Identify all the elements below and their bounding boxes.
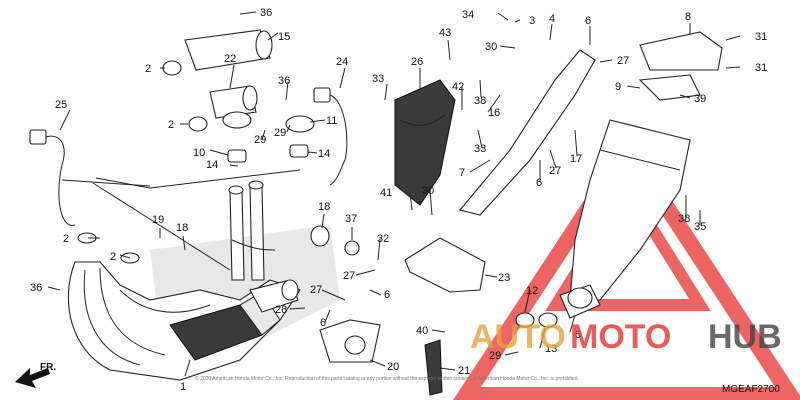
callout-35: 35	[694, 221, 706, 233]
callout-6: 6	[384, 289, 390, 301]
callout-29: 29	[274, 127, 286, 139]
muffler-body	[559, 119, 691, 319]
callout-17: 17	[570, 153, 582, 165]
callout-31: 31	[755, 31, 767, 43]
callout-14: 14	[206, 159, 218, 171]
callout-2: 2	[145, 63, 151, 75]
clamps-gaskets	[77, 111, 360, 264]
front-direction-arrow: FR.	[15, 362, 56, 388]
exhaust-header-pipes	[67, 261, 301, 381]
callout-38: 38	[678, 213, 690, 225]
callout-9: 9	[615, 81, 621, 93]
callout-labels: 36 15 2 22 36 24 25 2 29 29 11 10 14 14 …	[30, 7, 767, 393]
callout-25: 25	[55, 99, 67, 111]
callout-26: 26	[411, 56, 423, 68]
bottom-protector-23	[404, 237, 486, 293]
callout-5: 5	[575, 329, 581, 341]
callout-21: 21	[458, 365, 470, 377]
heat-shield-center	[394, 79, 456, 206]
upper-joint-pipes	[162, 29, 273, 132]
callout-11: 11	[326, 115, 337, 127]
callout-18: 18	[318, 201, 330, 213]
callout-6: 6	[320, 317, 326, 329]
callout-16: 16	[488, 107, 500, 119]
callout-29: 29	[489, 350, 501, 362]
callout-22: 22	[224, 53, 236, 65]
callout-7: 7	[459, 167, 465, 179]
callout-31: 31	[755, 62, 767, 74]
pipe-joint-12-13	[515, 312, 558, 328]
callout-14: 14	[318, 148, 330, 160]
leader-lines	[47, 11, 741, 377]
callout-40: 40	[416, 325, 428, 337]
guard-plate-21	[424, 339, 443, 396]
callout-29: 29	[254, 134, 266, 146]
callout-13: 13	[545, 343, 557, 355]
callout-37: 37	[345, 213, 357, 225]
callout-27: 27	[343, 270, 355, 282]
callout-4: 4	[549, 13, 555, 25]
callout-27: 27	[310, 284, 322, 296]
callout-20: 20	[387, 361, 399, 373]
watermark-auto: AUTO	[470, 318, 566, 356]
o2-sensor-cables	[29, 87, 348, 226]
watermark-logo-text: AUTO MOTO HUB	[470, 318, 782, 356]
callout-36: 36	[30, 282, 42, 294]
watermark-hub: HUB	[708, 318, 782, 356]
callout-42: 42	[452, 81, 464, 93]
copyright-text: © 2020 American Honda Motor Co., Inc. Re…	[195, 375, 579, 382]
watermark-moto: MOTO	[570, 318, 671, 356]
callout-3: 3	[529, 15, 535, 27]
muffler-top-cover	[638, 31, 723, 101]
lower-bracket-20	[319, 319, 381, 363]
muffler-stay-bracket	[459, 49, 596, 216]
callout-1: 1	[180, 381, 186, 393]
callout-30: 30	[422, 185, 434, 197]
callout-34: 34	[462, 9, 474, 21]
callout-23: 23	[498, 272, 510, 284]
callout-30: 30	[485, 41, 497, 53]
callout-6: 6	[536, 177, 542, 189]
callout-10: 10	[193, 147, 205, 159]
callout-43: 43	[439, 27, 451, 39]
callout-8: 8	[685, 11, 691, 23]
front-arrow-label: FR.	[40, 362, 56, 373]
callout-2: 2	[110, 251, 116, 263]
callout-19: 19	[152, 214, 164, 226]
callout-27: 27	[617, 55, 629, 67]
callout-33: 33	[474, 143, 486, 155]
callout-6: 6	[585, 15, 591, 27]
callout-15: 15	[278, 31, 290, 43]
callout-36: 36	[260, 7, 272, 19]
middle-link-pipes	[228, 180, 276, 281]
callout-2: 2	[168, 119, 174, 131]
callout-38: 38	[474, 95, 486, 107]
callout-24: 24	[336, 56, 348, 68]
callout-27: 27	[549, 165, 561, 177]
callout-39: 39	[694, 93, 706, 105]
callout-36: 36	[278, 75, 290, 87]
callout-28: 28	[275, 304, 287, 316]
diagram-code: MGEAF2700	[722, 384, 780, 395]
callout-12: 12	[526, 285, 538, 297]
callout-18: 18	[176, 222, 188, 234]
callout-41: 41	[380, 187, 392, 199]
callout-2: 2	[63, 233, 69, 245]
callout-33: 33	[372, 73, 384, 85]
callout-32: 32	[377, 233, 389, 245]
